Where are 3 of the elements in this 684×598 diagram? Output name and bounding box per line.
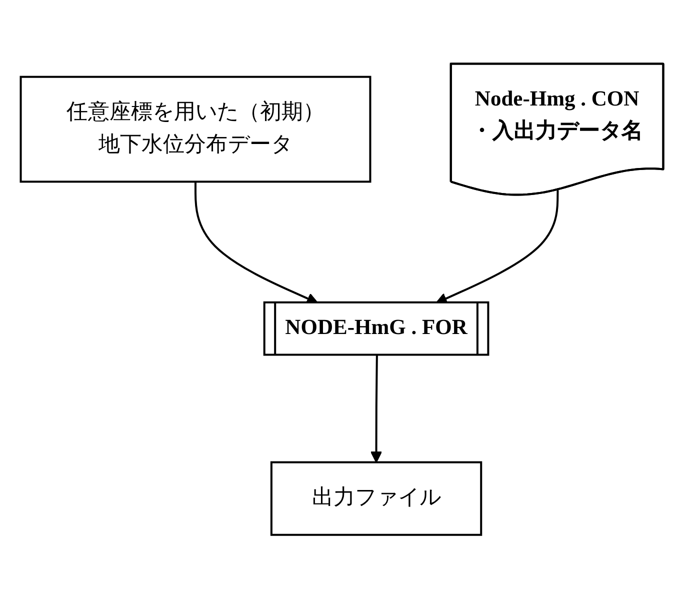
node-box: 出力ファイル <box>270 460 482 536</box>
node-box: 任意座標を用いた（初期）地下水位分布データ <box>20 76 372 182</box>
arrow <box>370 355 382 462</box>
